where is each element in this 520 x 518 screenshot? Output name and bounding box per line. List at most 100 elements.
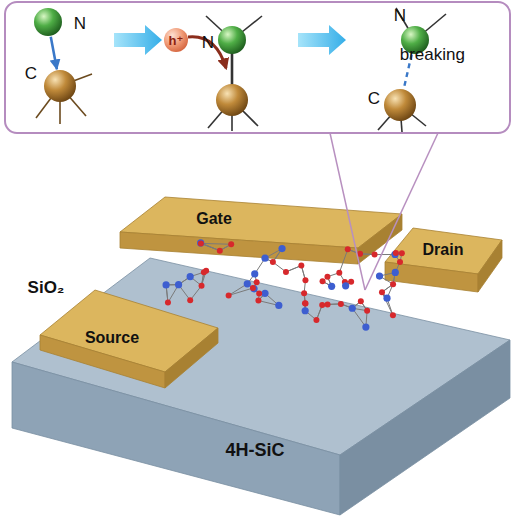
oxygen-atom [390,312,396,318]
oxygen-atom [364,308,370,314]
oxygen-atom [187,297,193,303]
nitrogen-atom: N [34,8,62,36]
oxygen-atom [325,301,331,307]
part-label: Gate [196,211,232,227]
silicon-atom [392,269,399,276]
part-label: Drain [423,242,464,258]
silicon-atom [261,290,268,297]
oxygen-atom [165,300,171,306]
silicon-atom [250,285,257,292]
oxygen-atom [393,250,399,256]
part-label: 4H-SiC [225,441,284,459]
atom-label: h⁺ [169,34,184,47]
oxygen-atom [256,291,262,297]
atom-label: N [394,7,406,24]
oxygen-atom [345,246,351,252]
oxygen-atom [372,252,378,258]
silicon-atom [244,280,251,287]
step-arrow [114,25,162,55]
atom-sphere [384,89,416,121]
carbon-atom: C [384,89,416,121]
carbon-atom [216,84,248,116]
silicon-atom [187,273,194,280]
oxygen-atom [399,250,405,256]
oxygen-atom [217,248,223,254]
atom-shape [44,70,76,102]
atom-shape [34,8,62,36]
oxide-label: SiO₂ [28,279,65,296]
silicon-atom [251,270,258,277]
oxygen-atom [319,302,325,308]
slab-shape [385,228,502,292]
oxygen-atom [397,259,403,265]
slab-face [340,340,510,515]
silicon-atom [391,251,398,258]
connector-label: breaking [400,46,465,63]
atom-shape [218,26,246,54]
atom-sphere [34,8,62,36]
oxygen-atom [270,259,276,265]
silicon-atom [376,272,383,279]
carbon-atom: C [44,70,76,102]
oxygen-atom [283,269,289,275]
atom-label: N [74,15,86,32]
oxygen-atom [255,298,261,304]
slab-face [385,262,478,292]
oxygen-atom [201,269,207,275]
atom-sphere [218,26,246,54]
oxygen-atom [358,298,364,304]
oxygen-atom [226,292,232,298]
oxygen-atom [302,300,308,306]
oxygen-atom [320,278,326,284]
step-arrow [298,25,346,55]
oxygen-atom [348,279,354,285]
oxygen-atom [199,283,205,289]
atom-sphere [164,28,188,52]
atom-label: C [25,65,37,82]
silicon-atom [349,305,356,312]
hole-symbol: h⁺ [164,28,188,52]
part-label: Source [85,330,139,346]
inset-frame [5,2,510,133]
slab-face [358,214,402,264]
atom-sphere [44,70,76,102]
oxygen-atom [301,290,307,296]
silicon-atom [278,245,285,252]
slab-face [478,240,502,292]
atom-label: C [368,90,380,107]
silicon-atom [302,307,309,314]
silicon-atom [383,295,390,302]
bond-lines [378,8,446,132]
nitrogen-atom: N [218,26,246,54]
slab-face [12,362,340,515]
silicon-atom [342,282,349,289]
atom-label: N [202,34,214,51]
oxygen-atom [313,317,319,323]
oxygen-atom [303,300,309,306]
oxygen-atom [379,289,385,295]
oxygen-atom [336,270,342,276]
drain-electrode: Drain [385,228,502,292]
oxygen-atom [324,274,330,280]
oxygen-atom [298,263,304,269]
silicon-atom [175,281,182,288]
oxygen-atom [302,277,308,283]
oxygen-atom [228,241,234,247]
oxygen-atom [254,279,260,285]
bond-lines [206,16,262,131]
oxygen-atom [338,301,344,307]
silicon-atom [362,323,369,330]
oxygen-atom [390,281,396,287]
silicon-atom [261,255,268,262]
oxygen-atom [198,240,204,246]
source-electrode: Source [40,290,218,388]
silicon-atom [162,281,169,288]
silicon-atom [275,302,282,309]
connector [51,37,57,70]
oxygen-atom [250,285,256,291]
silicon-atom [328,283,335,290]
atom-shape [384,89,416,121]
silicon-atom [197,239,204,246]
